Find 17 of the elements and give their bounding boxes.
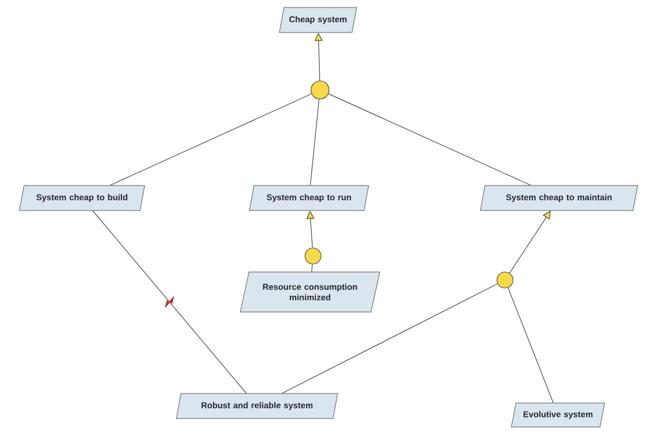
refinement-line (328, 94, 532, 186)
goal-parallelogram: System cheap to run (249, 185, 369, 211)
refinement-circle (496, 272, 514, 288)
goal-parallelogram: System cheap to build (19, 185, 145, 211)
goal-parallelogram: System cheap to maintain (480, 185, 638, 211)
goal-parallelogram: Cheap system (279, 7, 357, 33)
goal-parallelogram: Resource consumption minimized (240, 272, 380, 312)
refinement-line (110, 94, 312, 186)
refinement-line (282, 283, 498, 394)
refinement-line (310, 98, 320, 186)
refinement-line (508, 287, 554, 404)
refinement-line (311, 264, 313, 272)
goal-parallelogram: Robust and reliable system (176, 393, 338, 419)
refinement-circle (304, 248, 322, 264)
refinement-line (92, 210, 247, 394)
goal-parallelogram: Evolutive system (511, 402, 605, 428)
refinement-circle (310, 80, 330, 100)
